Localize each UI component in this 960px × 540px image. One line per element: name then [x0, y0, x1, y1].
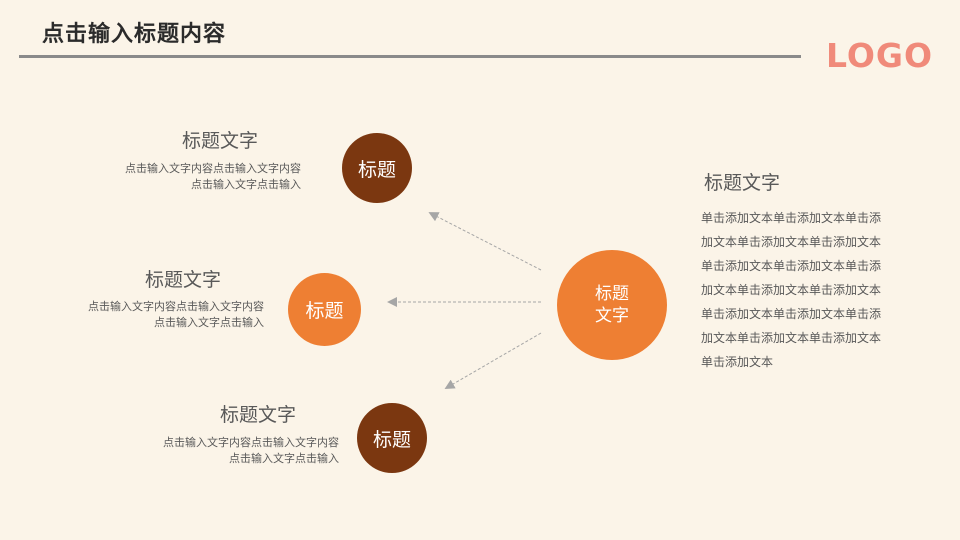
- item-2-circle-label[interactable]: 标题: [305, 300, 344, 322]
- center-label-line-1[interactable]: 标题: [595, 284, 629, 304]
- logo: LOGO: [826, 36, 934, 75]
- arrow-to-item-3: [444, 332, 542, 390]
- item-3-text[interactable]: 点击输入文字内容点击输入文字内容点击输入文字点击输入: [163, 436, 339, 465]
- right-text[interactable]: 单击添加文本单击添加文本单击添加文本单击添加文本单击添加文本单击添加文本单击添加…: [701, 211, 882, 369]
- item-3-title[interactable]: 标题文字: [220, 404, 297, 426]
- center-label-line-2[interactable]: 文字: [595, 306, 629, 326]
- item-2-text[interactable]: 点击输入文字内容点击输入文字内容点击输入文字点击输入: [88, 300, 264, 329]
- page-title[interactable]: 点击输入标题内容: [42, 22, 227, 47]
- title-divider: [19, 55, 801, 58]
- item-1-title[interactable]: 标题文字: [182, 130, 259, 152]
- right-title[interactable]: 标题文字: [704, 172, 781, 194]
- item-2-title[interactable]: 标题文字: [145, 269, 222, 291]
- item-3-circle: 标题: [357, 403, 427, 473]
- item-2-circle: 标题: [288, 273, 361, 346]
- item-1-circle-label[interactable]: 标题: [357, 158, 396, 181]
- arrow-to-item-1: [428, 212, 542, 271]
- item-1-circle: 标题: [342, 133, 412, 203]
- item-1-text[interactable]: 点击输入文字内容点击输入文字内容点击输入文字点击输入: [125, 162, 301, 191]
- item-3-circle-label[interactable]: 标题: [372, 428, 411, 451]
- center-circle: 标题 文字: [557, 250, 667, 360]
